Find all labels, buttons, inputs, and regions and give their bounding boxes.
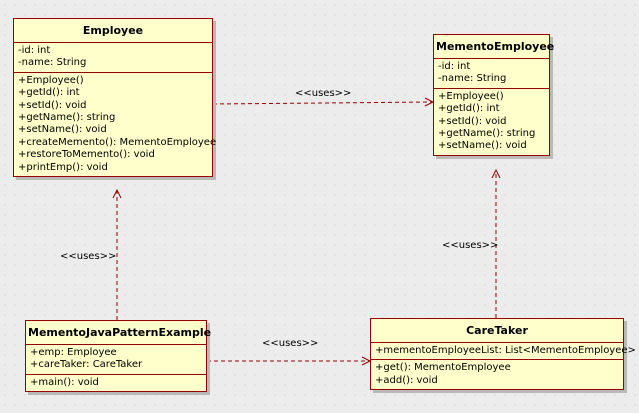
method: +restoreToMemento(): void [18, 149, 155, 161]
class-memento-employee[interactable]: MementoEmployee -id: int-name: String +E… [433, 34, 554, 156]
methods-section: +main(): void [26, 375, 206, 391]
method: +getId(): int [18, 87, 80, 99]
arrowhead-memento-bottom [491, 168, 501, 179]
uses-label-example-employee: <<uses>> [60, 251, 117, 262]
methods-section: +Employee()+getId(): int+setId(): void+g… [14, 73, 217, 176]
class-memento-java-pattern-example[interactable]: MementoJavaPatternExample +emp: Employee… [25, 320, 211, 393]
method: +Employee() [18, 74, 84, 86]
attributes-section: +mementoEmployeeList: List<MementoEmploy… [371, 343, 636, 361]
method: +getName(): string [438, 128, 536, 140]
method: +setName(): void [438, 140, 527, 152]
class-name: Employee [14, 19, 212, 43]
method: +setId(): void [438, 115, 507, 127]
attribute: -id: int [438, 61, 471, 72]
method: +get(): MementoEmployee [375, 362, 511, 374]
method: +setId(): void [18, 99, 87, 111]
arrowhead-employee [112, 188, 122, 199]
attribute: +emp: Employee [30, 347, 117, 358]
methods-section: +Employee()+getId(): int+setId(): void+g… [434, 89, 549, 155]
method: +Employee() [438, 90, 504, 102]
class-name: MementoEmployee [434, 35, 554, 59]
uses-label-caretaker-memento: <<uses>> [442, 240, 499, 251]
attribute: -id: int [18, 45, 51, 56]
attribute: +careTaker: CareTaker [30, 359, 143, 371]
attribute: -name: String [18, 57, 87, 69]
uses-label-employee-memento: <<uses>> [295, 88, 352, 99]
method: +getId(): int [438, 103, 500, 115]
class-name: CareTaker [371, 319, 623, 343]
attributes-section: +emp: Employee+careTaker: CareTaker [26, 345, 206, 375]
class-name: MementoJavaPatternExample [26, 321, 211, 345]
uses-label-example-caretaker: <<uses>> [262, 338, 319, 349]
class-employee[interactable]: Employee -id: int-name: String +Employee… [13, 18, 217, 178]
dependency-employee-memento [212, 101, 434, 105]
methods-section: +get(): MementoEmployee+add(): void [371, 360, 623, 389]
method: +setName(): void [18, 124, 107, 136]
class-caretaker[interactable]: CareTaker +mementoEmployeeList: List<Mem… [370, 318, 636, 391]
method: +printEmp(): void [18, 161, 108, 173]
method: +main(): void [30, 376, 99, 388]
attributes-section: -id: int-name: String [434, 59, 549, 89]
method: +getName(): string [18, 112, 116, 124]
attribute: -name: String [438, 73, 507, 85]
method: +add(): void [375, 374, 438, 386]
attributes-section: -id: int-name: String [14, 43, 212, 73]
method: +createMemento(): MementoEmployee [18, 136, 217, 148]
attribute: +mementoEmployeeList: List<MementoEmploy… [375, 345, 636, 356]
